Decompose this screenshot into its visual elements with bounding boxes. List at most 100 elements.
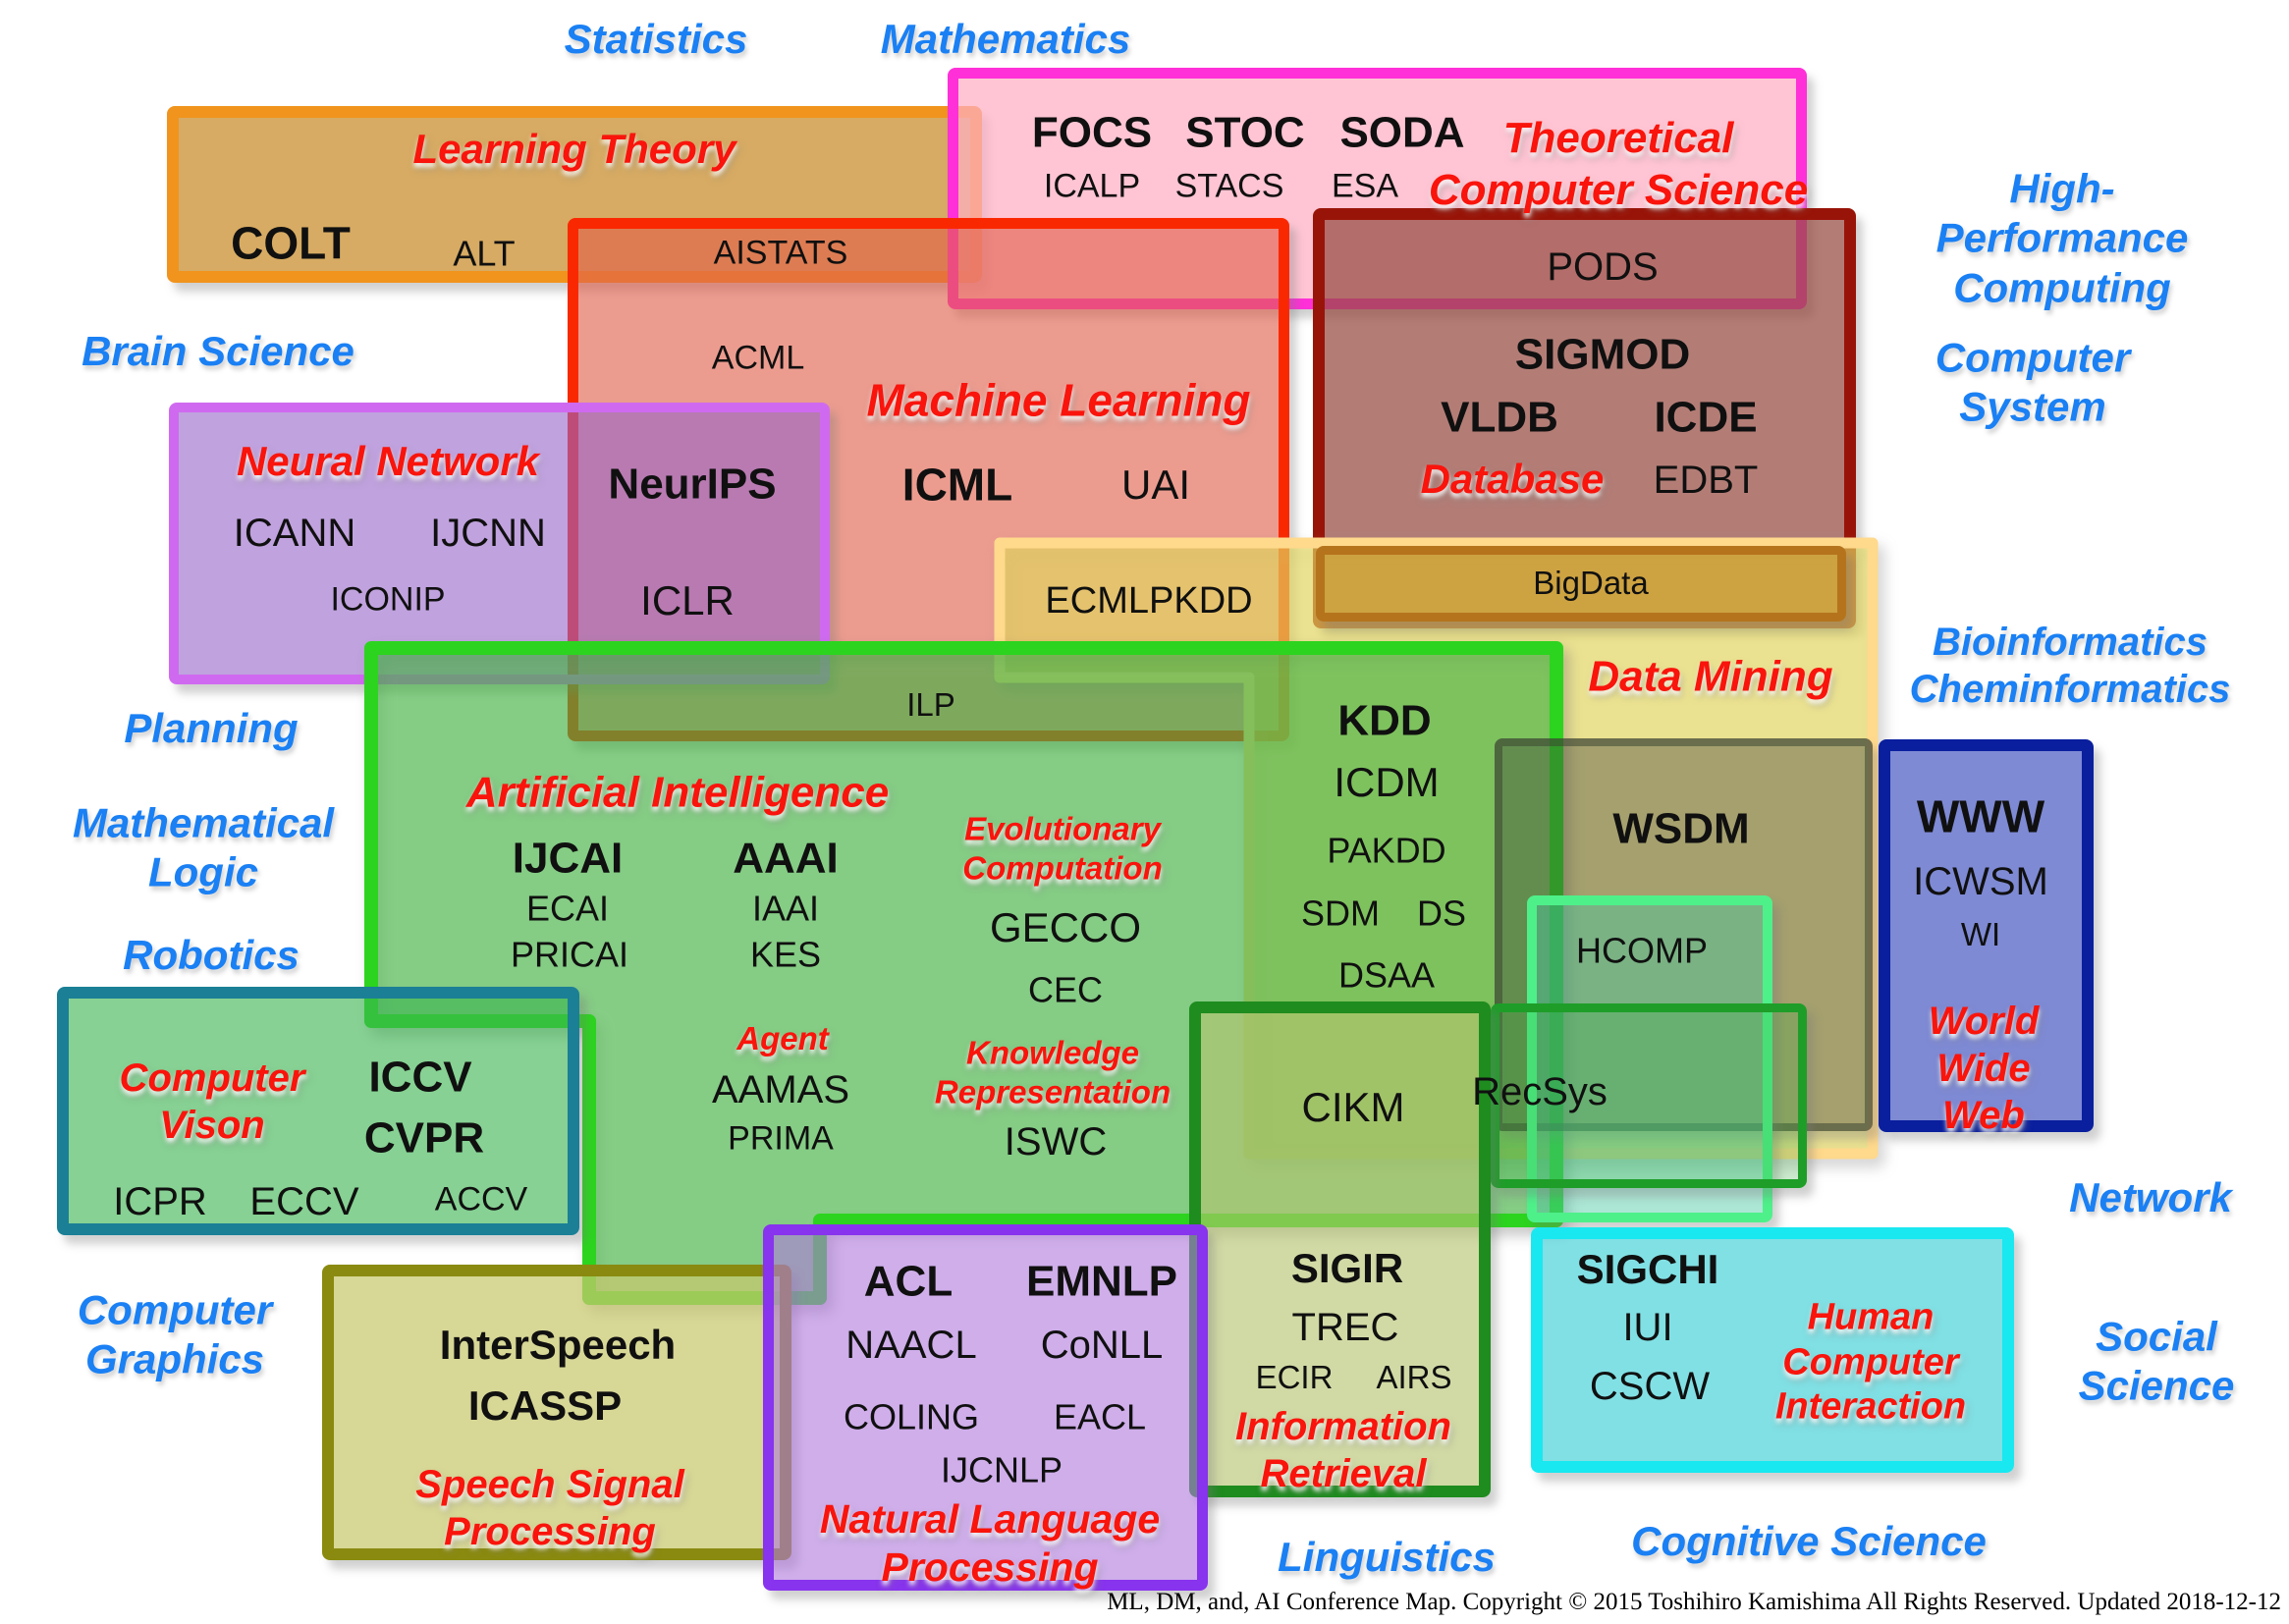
conf-ecir: ECIR [1255, 1359, 1334, 1396]
label-machine-learning: Machine Learning [866, 374, 1251, 426]
conf-acml: ACML [711, 339, 805, 377]
conf-colt: COLT [231, 217, 351, 269]
conf-dsaa: DSAA [1337, 954, 1436, 996]
conf-icde: ICDE [1654, 393, 1758, 442]
label-data-mining: Data Mining [1588, 652, 1833, 701]
field-brain-science: Brain Science [82, 327, 354, 374]
computer-vision-box [57, 987, 579, 1235]
conf-sigchi: SIGCHI [1576, 1245, 1719, 1292]
label-artificial-intelligence: Artificial Intelligence [465, 768, 890, 817]
bigdata-box [1316, 546, 1846, 622]
conf-vldb: VLDB [1441, 393, 1558, 442]
conf-uai: UAI [1120, 460, 1191, 508]
conf-iui: IUI [1622, 1306, 1673, 1349]
conf-alt: ALT [453, 233, 516, 274]
conf-pods: PODS [1547, 245, 1659, 289]
label-neural-network: Neural Network [236, 437, 540, 484]
label-agent: Agent [736, 1020, 829, 1057]
conf-neurips: NeurIPS [608, 460, 777, 509]
label-database: Database [1420, 455, 1605, 502]
conf-icdm: ICDM [1334, 758, 1440, 805]
field-linguistics: Linguistics [1278, 1533, 1496, 1580]
conf-cscw: CSCW [1589, 1365, 1711, 1408]
conf-icwsm: ICWSM [1913, 860, 2048, 903]
field-hpc: High-Performance Computing [1935, 165, 2189, 311]
conf-ilp: ILP [906, 686, 955, 724]
conf-interspeech: InterSpeech [439, 1321, 677, 1368]
label-information-retrieval: Information Retrieval [1235, 1405, 1451, 1495]
conf-iconip: ICONIP [330, 580, 446, 619]
conf-ijcai: IJCAI [512, 834, 624, 883]
conf-wi: WI [1960, 916, 2001, 953]
label-world-wide-web: World Wide Web [1928, 1000, 2040, 1137]
label-evolutionary-computation: Evolutionary Computation [962, 810, 1163, 886]
conf-conll: CoNLL [1040, 1324, 1164, 1367]
conf-sdm: SDM [1301, 893, 1380, 934]
field-mathematics: Mathematics [880, 15, 1131, 62]
label-learning-theory: Learning Theory [412, 125, 736, 172]
conf-ijcnn: IJCNN [430, 512, 546, 555]
web-data-overlap-box [1495, 738, 1873, 1131]
conf-iaai: IAAI [751, 888, 820, 929]
conf-recsys: RecSys [1472, 1070, 1608, 1113]
conf-focs: FOCS [1031, 108, 1153, 157]
recsys-box [1491, 1003, 1807, 1188]
conf-cvpr: CVPR [363, 1113, 485, 1163]
conf-eccv: ECCV [249, 1180, 359, 1223]
nlp-box [763, 1224, 1208, 1591]
conf-aamas: AAMAS [711, 1068, 850, 1111]
conf-bigdata: BigData [1533, 565, 1649, 602]
conf-www: WWW [1916, 790, 2045, 842]
field-computer-graphics: Computer Graphics [77, 1286, 273, 1382]
hci-box [1531, 1227, 2014, 1473]
speech-box [322, 1265, 791, 1560]
conf-kdd: KDD [1337, 696, 1432, 745]
conf-soda: SODA [1339, 108, 1465, 157]
conf-gecco: GECCO [989, 903, 1142, 950]
field-network: Network [2069, 1173, 2232, 1220]
field-bioinformatics: Bioinformatics Cheminformatics [1909, 621, 2231, 711]
conf-sigmod: SIGMOD [1514, 330, 1691, 379]
conf-coling: COLING [843, 1396, 980, 1437]
conf-aistats: AISTATS [713, 234, 848, 272]
field-statistics: Statistics [564, 15, 748, 62]
field-mathematical-logic: Mathematical Logic [72, 799, 335, 895]
conf-iswc: ISWC [1004, 1120, 1108, 1164]
conf-icpr: ICPR [113, 1180, 207, 1223]
conf-icml: ICML [901, 459, 1013, 511]
label-computer-vision: Computer Vison [119, 1056, 305, 1147]
conf-trec: TREC [1291, 1306, 1399, 1349]
field-computer-system: Computer System [1935, 334, 2131, 430]
label-human-computer-interaction: Human Computer Interaction [1774, 1296, 1967, 1428]
world-wide-web-box [1879, 739, 2094, 1132]
conf-ecmlpkdd: ECMLPKDD [1045, 580, 1253, 623]
conf-airs: AIRS [1376, 1359, 1452, 1396]
conf-pricai: PRICAI [510, 934, 629, 975]
conf-accv: ACCV [434, 1180, 528, 1218]
conf-ijcnlp: IJCNLP [940, 1449, 1063, 1490]
conf-iclr: ICLR [640, 576, 735, 623]
conf-ds: DS [1416, 893, 1467, 934]
conf-prima: PRIMA [728, 1119, 834, 1158]
conf-ecai: ECAI [525, 888, 610, 929]
field-social-science: Social Science [2078, 1313, 2235, 1409]
conf-pakdd: PAKDD [1327, 830, 1446, 871]
conf-edbt: EDBT [1653, 459, 1759, 502]
conf-sigir: SIGIR [1290, 1244, 1404, 1291]
conf-naacl: NAACL [845, 1324, 977, 1367]
conf-acl: ACL [863, 1257, 954, 1306]
conf-cikm: CIKM [1301, 1083, 1405, 1130]
conf-eacl: EACL [1053, 1396, 1147, 1437]
label-speech-signal-processing: Speech Signal Processing [415, 1463, 684, 1553]
conf-esa: ESA [1331, 167, 1399, 205]
label-theoretical-cs: Theoretical Computer Science [1428, 114, 1809, 214]
label-natural-language-processing: Natural Language Processing [819, 1495, 1161, 1590]
field-planning: Planning [124, 704, 299, 751]
label-knowledge-representation: Knowledge Representation [934, 1034, 1172, 1110]
copyright-note: ML, DM, and, AI Conference Map. Copyrigh… [1107, 1589, 2281, 1615]
conf-stacs: STACS [1174, 167, 1284, 205]
field-robotics: Robotics [123, 931, 300, 978]
conf-cec: CEC [1027, 969, 1104, 1010]
conf-hcomp: HCOMP [1576, 930, 1708, 971]
